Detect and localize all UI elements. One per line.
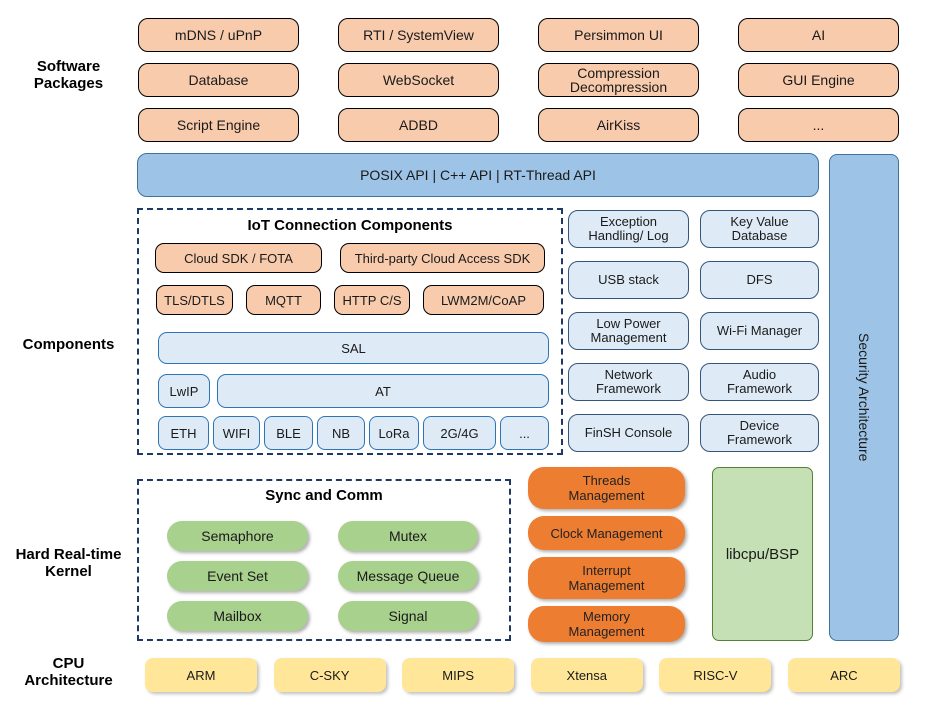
component-box: DFS <box>700 261 819 299</box>
sync-and-comm-title: Sync and Comm <box>265 487 383 504</box>
package-box: Compression Decompression <box>538 63 699 97</box>
sync-items-grid: Semaphore Mutex Event Set Message Queue … <box>167 521 478 631</box>
cpu-architecture-label: CPU Architecture <box>24 655 113 689</box>
cloud-sdk-box: Third-party Cloud Access SDK <box>340 243 545 273</box>
cpu-arch-box: MIPS <box>402 658 515 692</box>
link-box: WIFI <box>213 416 260 450</box>
at-bar: AT <box>217 374 549 408</box>
protocol-box: MQTT <box>246 285 321 315</box>
software-packages-label: Software Packages <box>33 58 104 92</box>
cpu-arch-box: ARM <box>145 658 257 692</box>
sal-bar: SAL <box>158 332 549 364</box>
package-box: GUI Engine <box>738 63 899 97</box>
security-architecture-bar: Security Architecture <box>829 154 899 641</box>
api-bar: POSIX API | C++ API | RT-Thread API <box>137 153 819 197</box>
software-packages-grid: mDNS / uPnP RTI / SystemView Persimmon U… <box>138 18 899 142</box>
component-box: Exception Handling/ Log <box>568 210 689 248</box>
component-box: FinSH Console <box>568 414 689 452</box>
components-label: Components <box>22 336 115 353</box>
component-boxes-grid: Exception Handling/ Log Key Value Databa… <box>568 210 819 452</box>
link-box: 2G/4G <box>423 416 496 450</box>
cpu-arch-box: RISC-V <box>659 658 772 692</box>
component-box: Device Framework <box>700 414 819 452</box>
link-box: ... <box>500 416 549 450</box>
link-box: NB <box>317 416 365 450</box>
package-box: WebSocket <box>338 63 499 97</box>
package-box: Database <box>138 63 299 97</box>
management-box: Memory Management <box>528 606 685 642</box>
iot-box-title: IoT Connection Components <box>247 217 453 234</box>
sync-item: Signal <box>338 601 478 631</box>
link-box: LoRa <box>369 416 419 450</box>
cpu-architecture-row: ARM C-SKY MIPS Xtensa RISC-V ARC <box>145 658 900 692</box>
lwip-box: LwIP <box>158 374 210 408</box>
sync-item: Mutex <box>338 521 478 551</box>
package-box: Persimmon UI <box>538 18 699 52</box>
link-layer-row: ETH WIFI BLE NB LoRa 2G/4G ... <box>158 416 549 450</box>
management-box: Clock Management <box>528 516 685 550</box>
cloud-sdk-box: Cloud SDK / FOTA <box>155 243 322 273</box>
package-box: AirKiss <box>538 108 699 142</box>
management-box: Interrupt Management <box>528 557 685 599</box>
sync-item: Event Set <box>167 561 308 591</box>
management-box: Threads Management <box>528 467 685 509</box>
protocol-box: TLS/DTLS <box>156 285 233 315</box>
package-box: Script Engine <box>138 108 299 142</box>
component-box: Network Framework <box>568 363 689 401</box>
cpu-arch-box: Xtensa <box>530 658 643 692</box>
cpu-arch-box: ARC <box>787 658 900 692</box>
protocol-box: LWM2M/CoAP <box>423 285 544 315</box>
protocol-row: TLS/DTLS MQTT HTTP C/S LWM2M/CoAP <box>139 285 561 315</box>
component-box: USB stack <box>568 261 689 299</box>
sync-item: Message Queue <box>338 561 478 591</box>
package-box: RTI / SystemView <box>338 18 499 52</box>
protocol-box: HTTP C/S <box>334 285 410 315</box>
libcpu-bsp-box: libcpu/BSP <box>712 467 813 641</box>
package-box: AI <box>738 18 899 52</box>
package-box: mDNS / uPnP <box>138 18 299 52</box>
component-box: Low Power Management <box>568 312 689 350</box>
component-box: Key Value Database <box>700 210 819 248</box>
package-box: ADBD <box>338 108 499 142</box>
cloud-sdk-row: Cloud SDK / FOTA Third-party Cloud Acces… <box>139 243 561 273</box>
sync-item: Semaphore <box>167 521 308 551</box>
component-box: Audio Framework <box>700 363 819 401</box>
link-box: ETH <box>158 416 209 450</box>
iot-connection-components-box: IoT Connection Components Cloud SDK / FO… <box>137 208 563 455</box>
sync-and-comm-box: Sync and Comm Semaphore Mutex Event Set … <box>137 479 511 641</box>
cpu-arch-box: C-SKY <box>273 658 386 692</box>
kernel-management-column: Threads Management Clock Management Inte… <box>528 467 685 642</box>
security-architecture-text: Security Architecture <box>856 333 872 462</box>
kernel-label: Hard Real-time Kernel <box>15 546 122 580</box>
package-box: ... <box>738 108 899 142</box>
sync-item: Mailbox <box>167 601 308 631</box>
link-box: BLE <box>264 416 313 450</box>
component-box: Wi-Fi Manager <box>700 312 819 350</box>
